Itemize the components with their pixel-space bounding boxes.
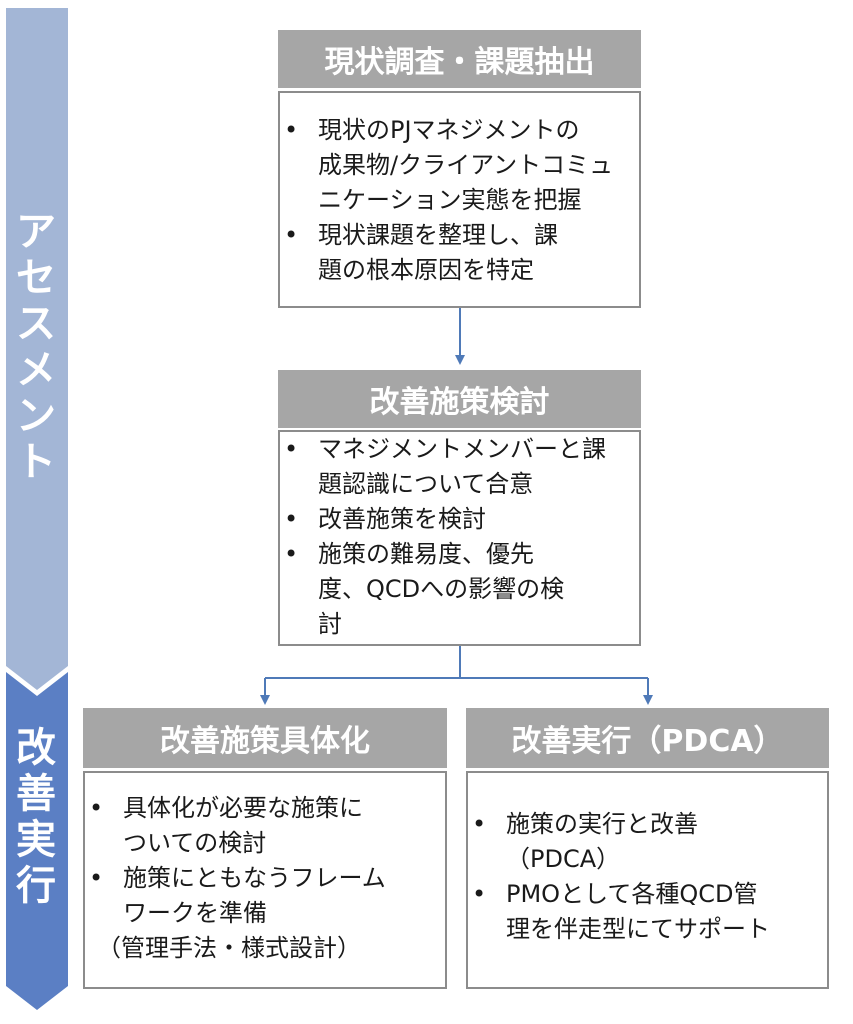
- phase-label-char: 改: [16, 725, 56, 771]
- execute-box-title: 改善実行（PDCA）: [466, 708, 829, 768]
- plan-list-item-line: 題認識について合意: [318, 470, 534, 498]
- plan-list-item-line: 討: [318, 610, 342, 638]
- execute-list-item-line: 理を伴走型にてサポート: [506, 915, 770, 943]
- plan-box-body: マネジメントメンバーと課題認識について合意改善施策を検討施策の難易度、優先度、Q…: [278, 430, 641, 646]
- plan-box-title: 改善施策検討: [278, 370, 641, 428]
- phase-label-char: セ: [16, 255, 56, 301]
- concretize-list-item-line: 具体化が必要な施策に: [123, 794, 363, 822]
- plan-list-item: 改善施策を検討: [280, 502, 639, 537]
- assessment-phase-label: アセスメント: [6, 212, 66, 488]
- improvement-phase-label: 改善実行: [6, 728, 66, 912]
- phase-label-char: ス: [16, 301, 56, 347]
- plan-list-item-line: 改善施策を検討: [318, 505, 486, 533]
- survey-box-body: 現状のPJマネジメントの成果物/クライアントコミュニケーション実態を把握現状課題…: [278, 91, 641, 308]
- phase-label-char: メ: [16, 347, 56, 393]
- concretize-list-item-line: ワークを準備: [123, 899, 267, 927]
- execute-list-item-line: PMOとして各種QCD管: [506, 880, 758, 908]
- survey-list-item-line: ニケーション実態を把握: [318, 186, 582, 214]
- assessment-phase-arrow: [6, 8, 68, 690]
- concretize-box-title: 改善施策具体化: [83, 708, 447, 768]
- plan-list-item-line: マネジメントメンバーと課: [318, 435, 606, 463]
- concretize-list-item-line: ついての検討: [123, 829, 267, 857]
- phase-label-char: ン: [16, 393, 56, 439]
- concretize-note: （管理手法・様式設計）: [97, 934, 361, 962]
- phase-label-char: 善: [16, 771, 56, 817]
- survey-list-item-line: 成果物/クライアントコミュ: [318, 151, 614, 179]
- execute-list-item: 施策の実行と改善 （PDCA）: [468, 807, 827, 877]
- concretize-list: 具体化が必要な施策についての検討施策にともなうフレームワークを準備: [85, 791, 445, 931]
- phase-label-char: 実: [16, 817, 56, 863]
- phase-label-char: ア: [16, 209, 56, 255]
- plan-list-item-line: 度、QCDへの影響の検: [318, 575, 565, 603]
- survey-list-item-line: 現状課題を整理し、課: [318, 221, 558, 249]
- improvement-phase-arrow: [6, 672, 68, 1010]
- survey-box-title: 現状調査・課題抽出: [278, 30, 641, 88]
- survey-list-item-line: 題の根本原因を特定: [318, 256, 534, 284]
- plan-list: マネジメントメンバーと課題認識について合意改善施策を検討施策の難易度、優先度、Q…: [280, 432, 639, 642]
- plan-list-item-line: 施策の難易度、優先: [318, 540, 534, 568]
- execute-list-item-line: 施策の実行と改善: [506, 810, 698, 838]
- phase-label-char: 行: [16, 863, 56, 909]
- concretize-box-body: 具体化が必要な施策についての検討施策にともなうフレームワークを準備 （管理手法・…: [83, 771, 447, 989]
- survey-list: 現状のPJマネジメントの成果物/クライアントコミュニケーション実態を把握現状課題…: [280, 113, 639, 288]
- survey-list-item-line: 現状のPJマネジメントの: [318, 116, 580, 144]
- execute-list-item-line: （PDCA）: [506, 845, 621, 873]
- phase-label-char: ト: [16, 439, 56, 485]
- concretize-list-item-line: 施策にともなうフレーム: [123, 864, 386, 892]
